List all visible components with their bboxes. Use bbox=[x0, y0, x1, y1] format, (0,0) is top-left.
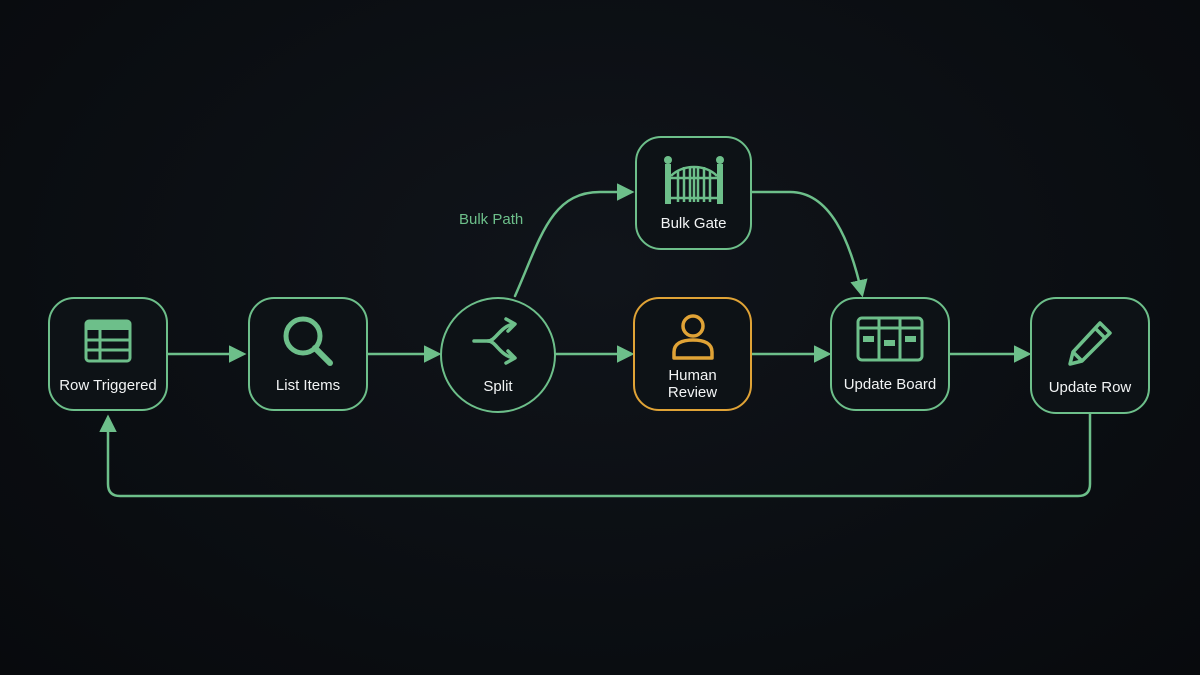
table-icon bbox=[50, 313, 166, 369]
node-label: Split bbox=[483, 378, 513, 395]
node-update-row[interactable]: Update Row bbox=[1030, 297, 1150, 414]
node-label-line2: Review bbox=[667, 384, 718, 401]
node-label: Update Row bbox=[1048, 379, 1132, 396]
bulk-path-label: Bulk Path bbox=[459, 211, 524, 228]
node-list-items[interactable]: List Items bbox=[248, 297, 368, 411]
magnifier-icon bbox=[250, 313, 366, 369]
pencil-icon bbox=[1032, 315, 1148, 371]
node-human-review[interactable]: Human Review bbox=[633, 297, 752, 411]
node-label: List Items bbox=[275, 377, 341, 394]
split-arrows-icon bbox=[442, 313, 554, 369]
node-split[interactable]: Split bbox=[440, 297, 556, 413]
person-icon bbox=[635, 309, 750, 365]
gate-icon bbox=[637, 152, 750, 208]
node-label: Row Triggered bbox=[59, 377, 157, 394]
edge-bulk-gate-to-board bbox=[750, 190, 868, 298]
node-label: Update Board bbox=[843, 376, 937, 393]
edge-loop-back bbox=[99, 412, 1092, 498]
node-update-board[interactable]: Update Board bbox=[830, 297, 950, 411]
node-label-line1: Human bbox=[668, 367, 717, 384]
node-label: Bulk Gate bbox=[660, 215, 727, 232]
node-bulk-gate[interactable]: Bulk Gate bbox=[635, 136, 752, 250]
edge-split-to-bulk-gate bbox=[513, 183, 635, 298]
kanban-board-icon bbox=[832, 311, 948, 367]
node-row-triggered[interactable]: Row Triggered bbox=[48, 297, 168, 411]
